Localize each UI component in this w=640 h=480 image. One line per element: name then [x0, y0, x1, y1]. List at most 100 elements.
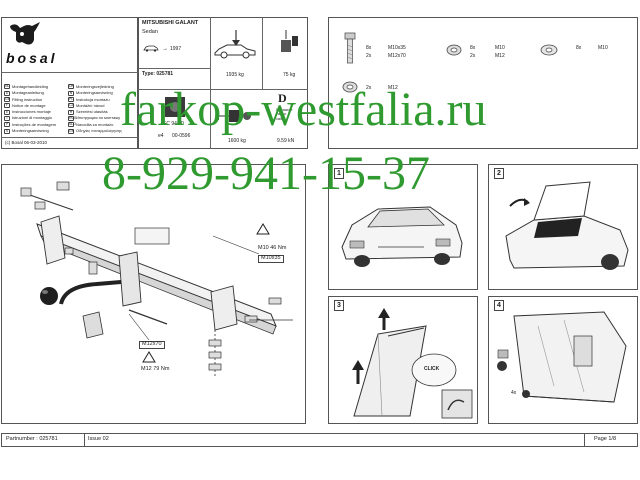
vertical-load-icon	[281, 30, 298, 52]
lang-code: PL	[68, 97, 74, 103]
hw-size: M10	[598, 45, 608, 51]
bolt-m10-label: M10x35	[258, 255, 284, 263]
watermark-site: farkop-westfalia.ru	[120, 83, 487, 136]
sedan-car-icon	[214, 44, 256, 59]
lang-text: Notice de montage	[12, 102, 46, 108]
washer-icon	[540, 44, 558, 56]
vehicle-body: Sedan	[142, 29, 158, 35]
step-number: 2	[494, 168, 504, 179]
copyright: (c) Bosal 06-03-2010	[5, 140, 48, 145]
vehicle-divider	[138, 89, 308, 90]
lang-code: GB	[4, 97, 11, 103]
lang-text: Instruções de montagem	[12, 121, 57, 127]
hw-qty: 2x	[470, 53, 476, 59]
hw-size: M12x70	[388, 53, 406, 59]
lang-code: DK	[68, 84, 74, 90]
lang-text: Инструкция по монтажу	[76, 115, 121, 121]
header-rule	[1, 72, 138, 73]
d-value-label: D	[278, 91, 287, 105]
lang-code: D	[4, 90, 10, 96]
lang-code: H	[68, 109, 74, 115]
hw-qty: 2x	[366, 53, 372, 59]
vehicle-divider	[262, 17, 263, 89]
lang-text: Szerelési utasítás	[76, 109, 108, 115]
vehicle-model: MITSUBISHI GALANT	[142, 20, 199, 26]
lang-text: Οδηγίες συναρμολόγησης	[76, 128, 122, 134]
hw-qty: 8x	[576, 45, 582, 51]
max-weight: 1935 kg	[226, 72, 244, 78]
lang-text: Monteringsanvisning	[76, 90, 113, 96]
lang-text: Monteringsvejledning	[76, 84, 114, 89]
hardware-panel	[328, 17, 638, 149]
lang-text: Istruzioni di montaggio	[12, 115, 53, 121]
watermark-phone: 8-929-941-15-37	[102, 147, 430, 200]
hw-qty: 8x	[366, 45, 372, 51]
click-label: CLICK	[424, 366, 440, 372]
trim-removal-diagram	[352, 308, 473, 419]
approval-standard: EC 94/20	[163, 121, 184, 127]
trunk-interior-diagram	[497, 311, 627, 403]
lang-code: P	[4, 122, 10, 128]
lang-code: CZ	[68, 103, 74, 109]
header-rule	[1, 137, 138, 138]
hw-qty: 2x	[366, 85, 372, 91]
vehicle-divider	[138, 68, 210, 69]
issue: Issue 02	[88, 436, 109, 442]
vehicle-spec-panel	[138, 17, 308, 149]
lang-code: S	[4, 128, 10, 134]
vehicle-divider	[210, 17, 211, 149]
page-number: Page 1/8	[594, 436, 617, 442]
spring-washer-icon	[342, 81, 358, 93]
lang-text: Navodila za montažo	[76, 121, 114, 127]
lang-text: Montageanleitung	[12, 90, 44, 96]
lang-text: Instrucciones montaje	[12, 109, 51, 115]
lang-code: RUS	[68, 115, 77, 121]
lang-text: Instrukcja montażu	[76, 96, 110, 102]
approval-stamp-icon	[165, 97, 185, 117]
part-number: Partnumber : 025781	[6, 436, 58, 442]
d-value-note: D-waarde valeur value	[276, 108, 293, 121]
footer-bar	[1, 433, 638, 447]
arrow-right-icon: →	[162, 46, 168, 52]
bolt-m12-label: M12x70	[139, 341, 165, 349]
hw-size: M12	[388, 85, 398, 91]
hw-size: M10x35	[388, 45, 406, 51]
towing-mass: 1600 kg	[228, 138, 246, 144]
lang-code: E	[4, 109, 10, 115]
lang-code: GR	[68, 128, 75, 134]
footer-divider	[584, 433, 585, 447]
footer-divider	[84, 433, 85, 447]
torque-m12: M12 79 Nm	[141, 366, 170, 372]
step-number: 1	[334, 168, 344, 179]
d-value: 9.59 kN	[277, 138, 295, 144]
bolt-icon	[344, 32, 356, 64]
vehicle-year: 1997	[170, 46, 182, 52]
rear-car-view-icon	[341, 206, 463, 267]
lang-code: F	[4, 103, 10, 109]
lang-text: Montagehandleiding	[12, 84, 49, 89]
hw-size: M10	[495, 45, 505, 51]
open-trunk-car-icon	[505, 181, 629, 270]
lang-text: Montážní návod	[76, 102, 105, 108]
torque-m10: M10 46 Nm	[258, 245, 287, 251]
nut-icon	[446, 44, 462, 56]
hw-size: M12	[495, 53, 505, 59]
approval-code-label: e4	[158, 133, 164, 139]
max-weight-icon	[232, 30, 240, 46]
vertical-load: 75 kg	[283, 72, 296, 78]
hw-qty: 8x	[470, 45, 476, 51]
lang-code: NL	[4, 84, 10, 90]
vehicle-type: Type: 025781	[142, 71, 174, 77]
lang-code: SLO	[68, 122, 77, 128]
car-silhouette-icon	[143, 45, 159, 52]
lang-code: N	[68, 90, 74, 96]
